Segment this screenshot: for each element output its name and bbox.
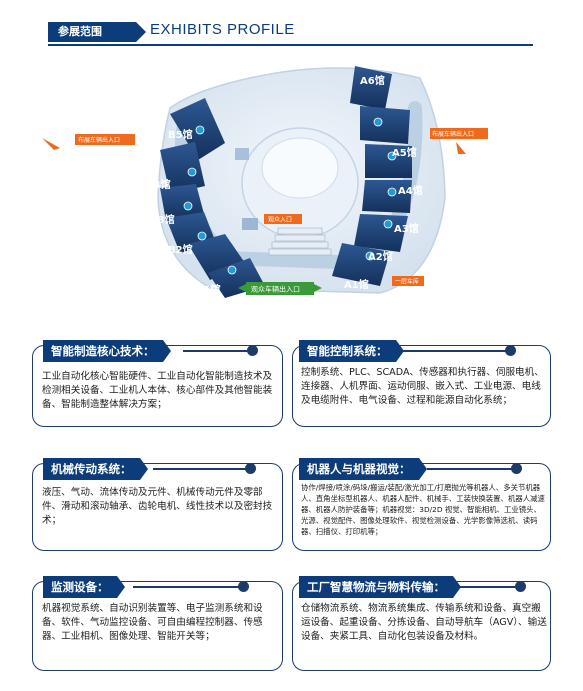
entrance-tag-label: 观众入口 <box>268 217 292 224</box>
section-body: 控制系统、PLC、SCADA、传感器和执行器、伺服电机、连接器、人机界面、运动伺… <box>301 367 544 406</box>
hall-label: B3馆 <box>150 213 175 226</box>
vehicle-entrance-tag <box>246 282 314 295</box>
section-card: 智能制造核心技术： 工业自动化核心智能硬件、工业自动化智能制造技术及检测相关设备… <box>32 340 283 427</box>
title-connector <box>403 350 511 352</box>
entrance-tag <box>430 128 488 139</box>
hall-label: B2馆 <box>168 243 193 256</box>
building <box>242 218 258 230</box>
hall-label: B4馆 <box>146 178 171 191</box>
hall-label: A4馆 <box>398 184 423 197</box>
section-body: 仓储物流系统、物流系统集成、传输系统和设备、真空搬运设备、起重设备、分拣设备、自… <box>301 603 547 642</box>
hall-label: A3馆 <box>394 222 419 235</box>
title-connector <box>133 586 243 588</box>
entrance-tag <box>264 214 302 224</box>
hall-label: B1馆 <box>196 283 221 296</box>
header-divider <box>48 44 533 46</box>
vehicle-entrance-label: 观众车辆出入口 <box>251 285 300 294</box>
entrance-tag-label: 布展车辆出入口 <box>432 130 474 138</box>
title-connector <box>153 468 251 470</box>
hall-label: A2馆 <box>368 250 393 263</box>
title-connector <box>183 350 253 352</box>
building <box>235 148 249 160</box>
entrance-tag <box>75 134 135 145</box>
location-pin-icon <box>183 117 397 275</box>
hall-label: B5馆 <box>168 128 193 141</box>
parking-tag-label: 一层车库 <box>395 278 419 286</box>
title-connector <box>427 468 517 470</box>
section-title: 智能控制系统： <box>299 340 403 362</box>
stairs-icon <box>268 227 332 256</box>
section-card: 智能控制系统： 控制系统、PLC、SCADA、传感器和执行器、伺服电机、连接器、… <box>292 340 551 427</box>
section-body: 机器视觉系统、自动识别装置等、电子监测系统和设备、软件、气动监控设备、可自由编程… <box>42 603 263 642</box>
arrow-icon <box>42 138 60 150</box>
section-title: 工厂智慧物流与物料传输： <box>299 576 461 598</box>
section-card: 机器人与机器视觉： 协作/焊接/喷涂/码垛/搬运/装配/激光加工/打磨抛光等机器… <box>292 458 551 551</box>
section-title: 智能制造核心技术： <box>43 340 170 362</box>
entrance-tag-label: 布展车辆出入口 <box>78 136 120 144</box>
hall-label: A6馆 <box>360 74 385 87</box>
title-connector <box>455 586 521 588</box>
arrow-icon <box>456 142 466 154</box>
hall-label: A1馆 <box>344 278 369 291</box>
right-halls <box>332 66 412 286</box>
arrow-icon <box>238 284 246 292</box>
section-body: 液压、气动、流体传动及元件、机械传动元件及零部件、滑动和滚动轴承、齿轮电机、线性… <box>42 487 273 526</box>
parking-tag <box>392 276 424 286</box>
section-title: 机械传动系统： <box>43 458 147 480</box>
bullet-dot <box>505 345 516 356</box>
bullet-dot <box>511 463 522 474</box>
bullet-dot <box>247 345 258 356</box>
section-title: 监测设备： <box>43 576 124 598</box>
page-title: EXHIBITS PROFILE <box>150 21 295 38</box>
section-card: 工厂智慧物流与物料传输： 仓储物流系统、物流系统集成、传输系统和设备、真空搬运设… <box>292 576 551 671</box>
hall-label: A5馆 <box>392 146 417 159</box>
section-title: 机器人与机器视觉： <box>299 458 426 480</box>
bullet-dot <box>515 581 526 592</box>
section-body: 工业自动化核心智能硬件、工业自动化智能制造技术及检测相关设备、工业机人本体、核心… <box>42 371 273 410</box>
section-card: 机械传动系统： 液压、气动、流体传动及元件、机械传动元件及零部件、滑动和滚动轴承… <box>32 458 283 551</box>
bullet-dot <box>238 581 249 592</box>
section-body: 协作/焊接/喷涂/码垛/搬运/装配/激光加工/打磨抛光等机器人、多关节机器人、直… <box>301 483 545 536</box>
section-card: 监测设备： 机器视觉系统、自动识别装置等、电子监测系统和设备、软件、气动监控设备… <box>32 576 283 671</box>
arrow-icon <box>314 284 322 292</box>
section-tab-label: 参展范围 <box>58 25 102 38</box>
section-tab: 参展范围 <box>48 22 146 42</box>
bullet-dot <box>245 463 256 474</box>
venue-map: B1馆 B2馆 B3馆 B4馆 B5馆 A1馆 A2馆 A3馆 A4馆 A5馆 … <box>42 66 488 298</box>
